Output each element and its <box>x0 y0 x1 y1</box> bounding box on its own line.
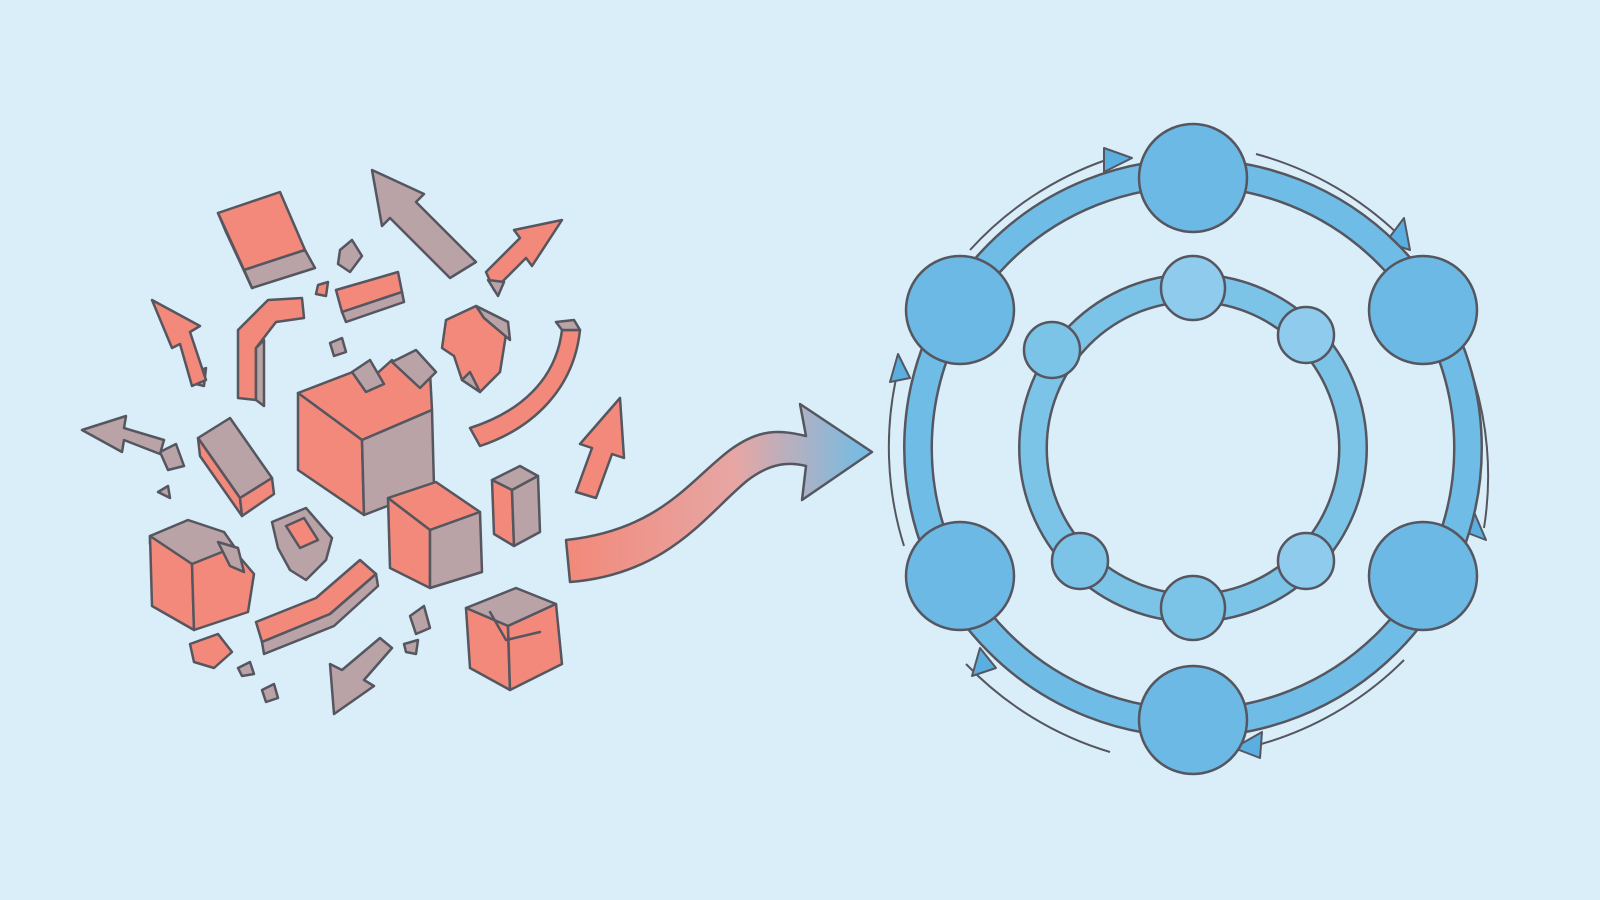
cycle-network-icon <box>887 122 1490 776</box>
fragment-chunk-face <box>284 516 320 550</box>
inner-node <box>1050 531 1110 591</box>
inner-nodes <box>1022 254 1336 642</box>
fragment-bar-top <box>334 270 406 324</box>
fragment-chip <box>188 632 234 670</box>
broken-blocks-icon <box>148 190 582 704</box>
fragment-cube-lower-left <box>148 518 256 632</box>
fragment-chip <box>236 660 256 678</box>
cycle-arrow-icon <box>889 353 911 383</box>
fragment-chip <box>158 442 186 472</box>
outer-node <box>1367 520 1479 632</box>
fragment-bent-bar <box>236 296 306 408</box>
fragment-pillar <box>490 464 542 548</box>
fragment-bar-lower <box>254 558 380 656</box>
curved-arrow-icon <box>564 402 874 584</box>
cycle-arrow-icon <box>1103 147 1133 173</box>
outer-node <box>904 520 1016 632</box>
inner-node <box>1276 305 1336 365</box>
fragment-chip <box>260 682 280 704</box>
cycle-arrow-icon <box>1233 731 1263 759</box>
fragment-cube-small-left <box>196 416 276 518</box>
fragment-cube-cracked <box>440 304 512 394</box>
outer-node <box>1137 122 1249 234</box>
fragment-cube-right <box>386 480 484 590</box>
cycle-arrow-icon <box>971 647 997 677</box>
arrow-up-left-icon <box>150 298 208 388</box>
arrow-up-left-icon <box>370 168 478 280</box>
arrow-up-icon <box>574 396 626 500</box>
fragment-chip <box>408 604 432 636</box>
fragment-chip <box>328 336 348 358</box>
inner-node <box>1159 574 1227 642</box>
outer-node <box>1137 664 1249 776</box>
outer-node <box>904 254 1016 366</box>
outer-nodes <box>904 122 1479 776</box>
fragment-chip <box>402 638 420 656</box>
outer-node <box>1367 254 1479 366</box>
inner-node <box>1276 531 1336 591</box>
fragment-chip <box>336 238 364 274</box>
fragment-chip <box>156 484 172 500</box>
fragment-curved-strip <box>468 318 582 448</box>
fragment-cube-lower-right <box>464 586 564 692</box>
arrow-left-icon <box>80 414 166 456</box>
scatter-arrows <box>80 168 626 716</box>
fragment-cube-top-left <box>216 190 317 290</box>
orbit-arrowheads <box>889 147 1487 759</box>
inner-node <box>1022 320 1082 380</box>
arrow-up-right-icon <box>484 218 564 292</box>
fragment-chip <box>486 278 506 298</box>
inner-node <box>1159 254 1227 322</box>
arrow-down-left-icon <box>328 636 394 716</box>
fragment-chip <box>314 280 330 298</box>
